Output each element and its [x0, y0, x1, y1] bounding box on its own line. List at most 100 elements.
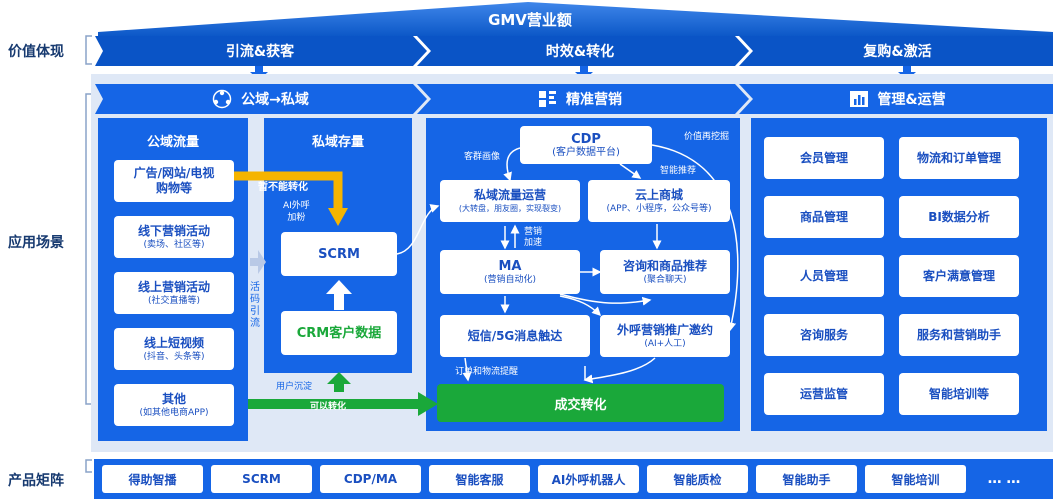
consult-box: 咨询和商品推荐 (聚合聊天)	[600, 250, 730, 294]
mgmt-staff: 人员管理	[764, 255, 884, 297]
mgmt-logistics: 物流和订单管理	[899, 137, 1019, 179]
value-arrow-1: 引流&获客	[225, 44, 295, 60]
private-ops-box: 私域流量运营 (大转盘，朋友圈，实现裂变)	[440, 180, 580, 222]
value-arrow-2: 时效&转化	[545, 44, 615, 60]
crm-box: CRM客户数据	[281, 311, 397, 355]
gmv-title: GMV营业额	[488, 11, 572, 29]
cdp-sub: (客户数据平台)	[552, 146, 620, 158]
ma-sub: (营销自动化)	[483, 274, 537, 285]
outbound-sub: (AI+人工)	[644, 338, 686, 349]
label-live-code: 活 码 引 流	[250, 282, 260, 329]
mgmt-product: 商品管理	[764, 196, 884, 238]
deal-conversion-box: 成交转化	[437, 384, 724, 422]
target-marketing-icon	[538, 90, 558, 108]
label-cannot-convert: 暂不能转化	[258, 182, 308, 193]
public-item-online: 线上营销活动 (社交直播等)	[114, 272, 234, 314]
sms-title: 短信/5G消息触达	[467, 328, 563, 343]
scenario-band-3: 管理&运营	[740, 84, 1055, 114]
public-item-other: 其他 (如其他电商APP)	[114, 384, 234, 426]
outbound-title: 外呼营销推广邀约	[616, 322, 713, 337]
public-item-ads-title: 广告/网站/电视 购物等	[133, 166, 215, 195]
scrm-label: SCRM	[318, 246, 360, 262]
mgmt-consult: 咨询服务	[764, 314, 884, 356]
public-traffic-title: 公域流量	[146, 135, 199, 150]
label-ai-call: AI外呼 加粉	[283, 201, 310, 223]
cdp-box: CDP (客户数据平台)	[520, 126, 652, 164]
label-marketing-speed: 营销 加速	[524, 227, 543, 248]
public-item-offline-sub: (卖场、社区等)	[143, 239, 205, 250]
public-item-video-title: 线上短视频	[143, 335, 204, 350]
scenario-chevrons	[95, 84, 1053, 114]
product-cdp-ma: CDP/MA	[320, 465, 421, 493]
product-smart-service: 智能客服	[429, 465, 530, 493]
scenario-arrow-1: 公域→私域	[241, 92, 309, 108]
product-scrm: SCRM	[211, 465, 312, 493]
mgmt-staff-label: 人员管理	[799, 268, 848, 283]
product-smart-training: 智能培训	[865, 465, 966, 493]
label-order-reminder: 订单和物流提醒	[455, 367, 519, 377]
mgmt-assistant-label: 服务和营销助手	[916, 327, 1001, 342]
mgmt-satisfaction: 客户满意管理	[899, 255, 1019, 297]
gmv-banner	[98, 2, 1053, 36]
label-can-convert: 可以转化	[310, 402, 347, 412]
label-value-mining: 价值再挖掘	[684, 132, 730, 142]
ma-title: MA	[498, 258, 522, 274]
mgmt-member: 会员管理	[764, 137, 884, 179]
public-item-video: 线上短视频 (抖音、头条等)	[114, 328, 234, 370]
mgmt-satisfaction-label: 客户满意管理	[922, 268, 995, 283]
mgmt-supervision: 运营监管	[764, 373, 884, 415]
row-label-scenarios: 应用场景	[8, 235, 64, 251]
public-item-ads: 广告/网站/电视 购物等	[114, 160, 234, 202]
public-item-offline-title: 线下营销活动	[137, 223, 210, 238]
down-arrows	[250, 66, 916, 80]
row-label-value: 价值体现	[8, 44, 64, 60]
bar-chart-icon	[849, 90, 869, 108]
scenario-arrow-3: 管理&运营	[877, 92, 946, 108]
consult-sub: (聚合聊天)	[643, 274, 687, 285]
private-stock-title: 私域存量	[311, 135, 364, 150]
value-chevrons	[95, 36, 1053, 66]
private-ops-sub: (大转盘，朋友圈，实现裂变)	[458, 203, 562, 213]
product-quality-check: 智能质检	[647, 465, 748, 493]
cdp-title: CDP	[571, 131, 601, 147]
public-item-offline: 线下营销活动 (卖场、社区等)	[114, 216, 234, 258]
public-item-online-title: 线上营销活动	[137, 279, 210, 294]
row-brackets	[85, 35, 92, 473]
scenario-band-1: 公域→私域	[95, 84, 425, 114]
sms-box: 短信/5G消息触达	[440, 315, 590, 357]
public-item-video-sub: (抖音、头条等)	[143, 351, 205, 362]
cloud-mall-title: 云上商城	[634, 187, 683, 202]
row-label-products: 产品矩阵	[8, 473, 64, 489]
cloud-mall-box: 云上商城 (APP、小程序，公众号等)	[588, 180, 730, 222]
product-dezhu-zhibo: 得助智播	[102, 465, 203, 493]
mgmt-bi-label: BI数据分析	[928, 209, 990, 224]
mgmt-training-label: 智能培训等	[928, 386, 989, 401]
mgmt-consult-label: 咨询服务	[799, 327, 848, 342]
public-item-online-sub: (社交直播等)	[147, 295, 201, 306]
people-network-icon	[211, 89, 233, 109]
product-more: … …	[987, 471, 1021, 487]
mgmt-logistics-label: 物流和订单管理	[916, 150, 1001, 165]
outbound-box: 外呼营销推广邀约 (AI+人工)	[600, 315, 730, 357]
public-item-other-title: 其他	[161, 391, 186, 406]
product-ai-call-robot: AI外呼机器人	[538, 465, 639, 493]
ma-box: MA (营销自动化)	[440, 250, 580, 294]
crm-label: CRM客户数据	[296, 325, 382, 341]
scenario-arrow-2: 精准营销	[566, 92, 622, 108]
product-smart-assistant: 智能助手	[756, 465, 857, 493]
scenario-band-2: 精准营销	[420, 84, 740, 114]
mgmt-assistant: 服务和营销助手	[899, 314, 1019, 356]
scrm-box: SCRM	[281, 232, 397, 276]
label-user-deposit: 用户沉淀	[276, 382, 313, 392]
mgmt-bi: BI数据分析	[899, 196, 1019, 238]
mgmt-product-label: 商品管理	[799, 209, 848, 224]
cloud-mall-sub: (APP、小程序，公众号等)	[606, 203, 712, 214]
private-ops-title: 私域流量运营	[473, 187, 546, 202]
public-item-other-sub: (如其他电商APP)	[139, 407, 209, 418]
mgmt-member-label: 会员管理	[799, 150, 848, 165]
mgmt-supervision-label: 运营监管	[799, 386, 848, 401]
consult-title: 咨询和商品推荐	[622, 258, 707, 273]
label-smart-recommend: 智能推荐	[660, 166, 697, 176]
mgmt-training: 智能培训等	[899, 373, 1019, 415]
